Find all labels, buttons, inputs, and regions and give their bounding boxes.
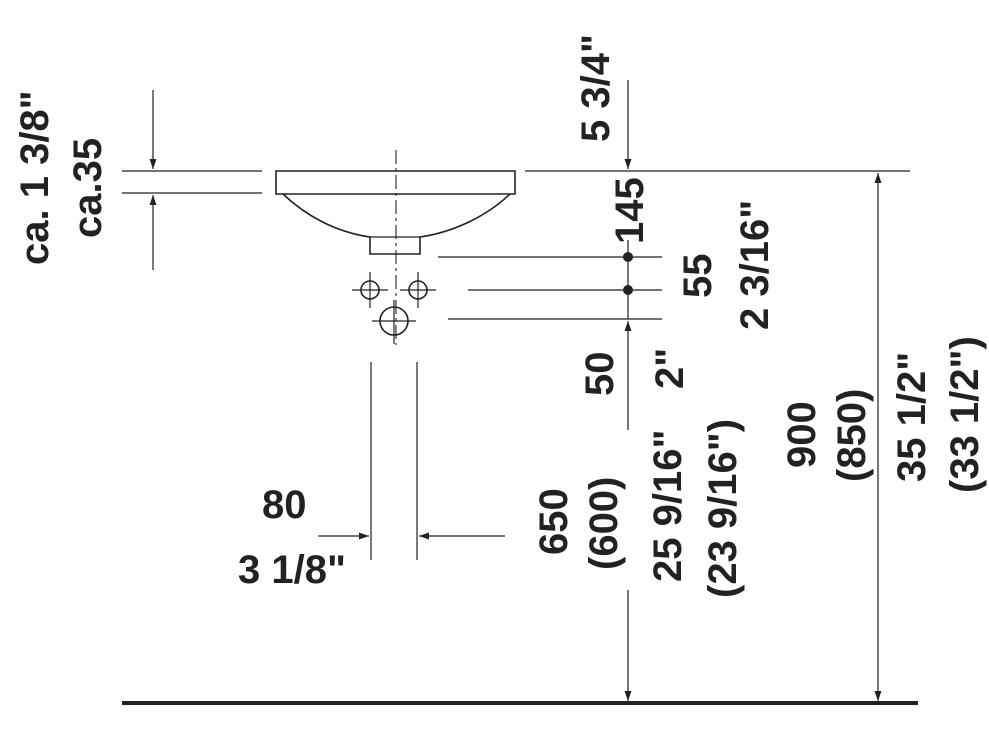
tap-connection-right <box>400 272 436 308</box>
tap-connection-left <box>352 272 388 308</box>
rim-height-imperial-alt-label: (33 1/2") <box>943 336 987 493</box>
drain-offset-metric-label: 55 <box>676 254 720 299</box>
top-clearance-metric-label: ca.35 <box>66 138 110 238</box>
drain-height-imperial-label: 25 9/16" <box>646 430 690 582</box>
rim-height-metric-label: 900 <box>780 401 824 468</box>
overflow-metric-label: 145 <box>608 177 652 244</box>
drain-height-metric-alt-label: (600) <box>582 477 626 570</box>
waste-offset-metric-label: 50 <box>578 352 622 397</box>
tap-spacing-metric-label: 80 <box>262 483 307 527</box>
drain-height-imperial-alt-label: (23 9/16") <box>701 419 745 598</box>
tap-spacing-imperial-label: 3 1/8" <box>238 548 346 592</box>
drain-height-metric-label: 650 <box>532 488 576 555</box>
dimension-dot-upper <box>623 252 633 262</box>
rim-height-imperial-label: 35 1/2" <box>890 352 934 482</box>
washbasin-section <box>275 170 516 255</box>
drain-offset-imperial-label: 2 3/16" <box>733 200 777 330</box>
rim-height-metric-alt-label: (850) <box>830 389 874 482</box>
waste-offset-imperial-label: 2" <box>648 348 692 389</box>
overflow-imperial-label: 5 3/4" <box>574 34 618 142</box>
top-clearance-imperial-label: ca. 1 3/8" <box>13 90 57 265</box>
waste-outlet <box>372 300 416 344</box>
